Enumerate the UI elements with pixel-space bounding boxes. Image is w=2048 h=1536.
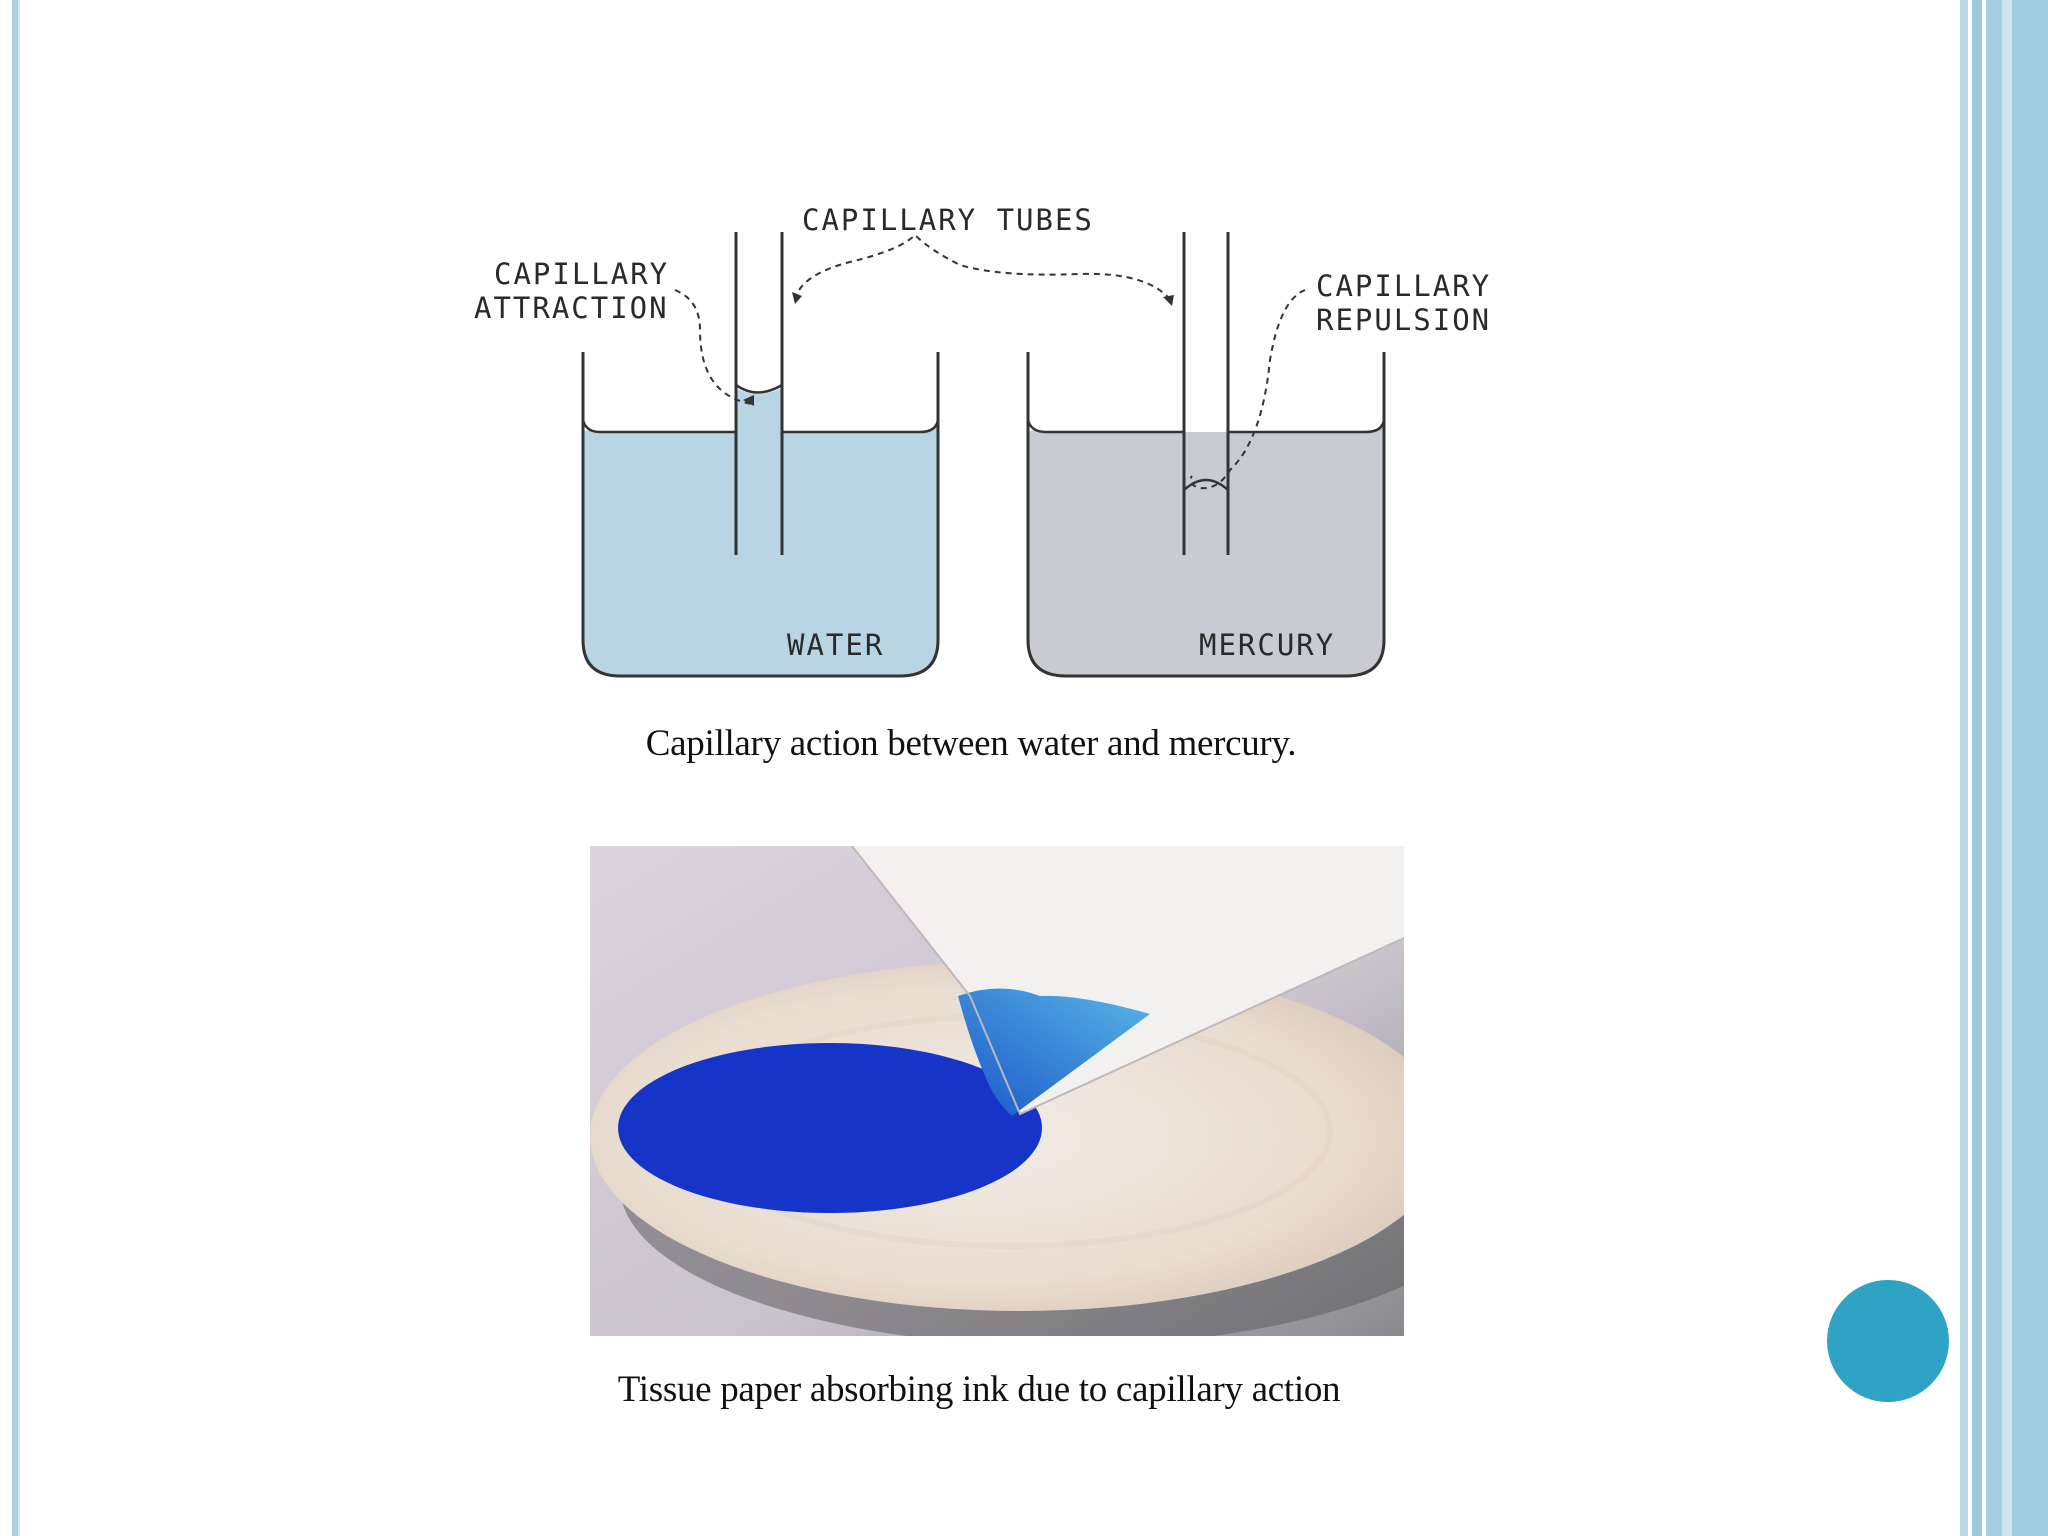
slide-nav-dot bbox=[1827, 1280, 1949, 1402]
diagram-caption: Capillary action between water and mercu… bbox=[645, 723, 1297, 764]
label-attraction-line2: ATTRACTION bbox=[474, 291, 669, 325]
slide-right-stripe bbox=[2002, 0, 2012, 1536]
attraction-pointer bbox=[674, 289, 753, 405]
slide-left-border-inner bbox=[18, 0, 20, 1536]
arrowhead bbox=[1163, 295, 1174, 306]
slide-right-stripe bbox=[2012, 0, 2048, 1536]
label-capillary-tubes: CAPILLARY TUBES bbox=[802, 203, 1094, 237]
label-water: WATER bbox=[787, 628, 884, 662]
water-fill bbox=[583, 420, 938, 676]
slide-left-border bbox=[12, 0, 18, 1536]
tissue-paper bbox=[852, 846, 1404, 1114]
photo-caption: Tissue paper absorbing ink due to capill… bbox=[617, 1369, 1341, 1410]
ink-stain bbox=[958, 988, 1150, 1116]
slide-right-stripe bbox=[1972, 0, 1982, 1536]
mercury-beaker bbox=[1026, 352, 1386, 678]
tissue-edge-shadow bbox=[851, 846, 1404, 1116]
label-repulsion-line1: CAPILLARY bbox=[1316, 269, 1491, 303]
repulsion-pointer bbox=[1189, 289, 1306, 490]
slide-right-stripe bbox=[1986, 0, 2002, 1536]
label-repulsion-line2: REPULSION bbox=[1316, 303, 1491, 337]
arrowhead bbox=[792, 292, 802, 304]
ink-pool bbox=[618, 1043, 1042, 1213]
mercury-meniscus bbox=[1183, 478, 1229, 491]
label-mercury: MERCURY bbox=[1199, 628, 1335, 662]
tissue-paper-photo bbox=[590, 846, 1404, 1336]
mercury-fill bbox=[1028, 420, 1384, 676]
mercury-surface bbox=[1026, 419, 1386, 434]
water-meniscus bbox=[735, 383, 783, 394]
slide-right-stripe bbox=[1960, 0, 1968, 1536]
arrowhead bbox=[743, 395, 754, 406]
water-beaker bbox=[581, 352, 940, 678]
capillary-diagram: CAPILLARY TUBES CAPILLARY ATTRACTION CAP… bbox=[474, 203, 1491, 678]
label-attraction-line1: CAPILLARY bbox=[494, 257, 669, 291]
water-in-tube bbox=[736, 388, 782, 432]
tubes-bracket bbox=[794, 233, 1173, 303]
water-surface bbox=[581, 419, 940, 434]
